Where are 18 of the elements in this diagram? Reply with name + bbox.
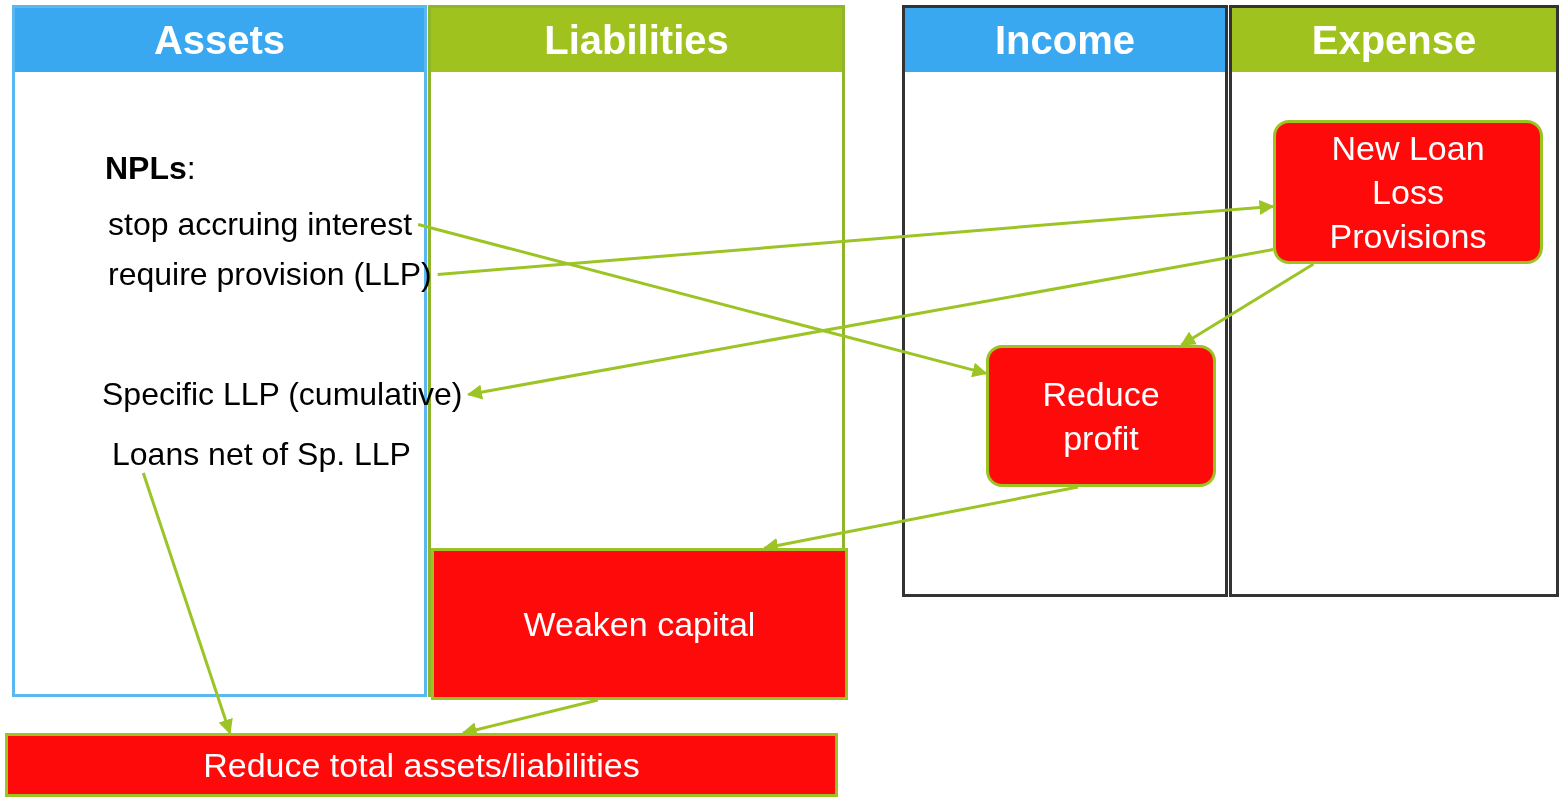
column-panel <box>902 5 1228 597</box>
arrow <box>417 223 988 378</box>
arrow <box>467 248 1274 400</box>
column-header: Assets <box>15 8 424 72</box>
arrow <box>1180 262 1315 347</box>
result-bar: Reduce total assets/liabilities <box>5 733 838 797</box>
column-header: Liabilities <box>431 8 842 72</box>
column-header: Expense <box>1232 8 1556 72</box>
arrow <box>437 200 1275 276</box>
arrow <box>141 472 233 735</box>
note-text: stop accruing interest <box>102 206 419 243</box>
note-heading: NPLs: <box>104 150 197 187</box>
process-box: Reduce profit <box>986 345 1216 487</box>
column-header: Income <box>905 8 1225 72</box>
note-text: Loans net of Sp. LLP <box>106 436 417 473</box>
column-panel <box>1229 5 1559 597</box>
process-box: New Loan Loss Provisions <box>1273 120 1543 264</box>
result-bar: Weaken capital <box>431 548 848 700</box>
